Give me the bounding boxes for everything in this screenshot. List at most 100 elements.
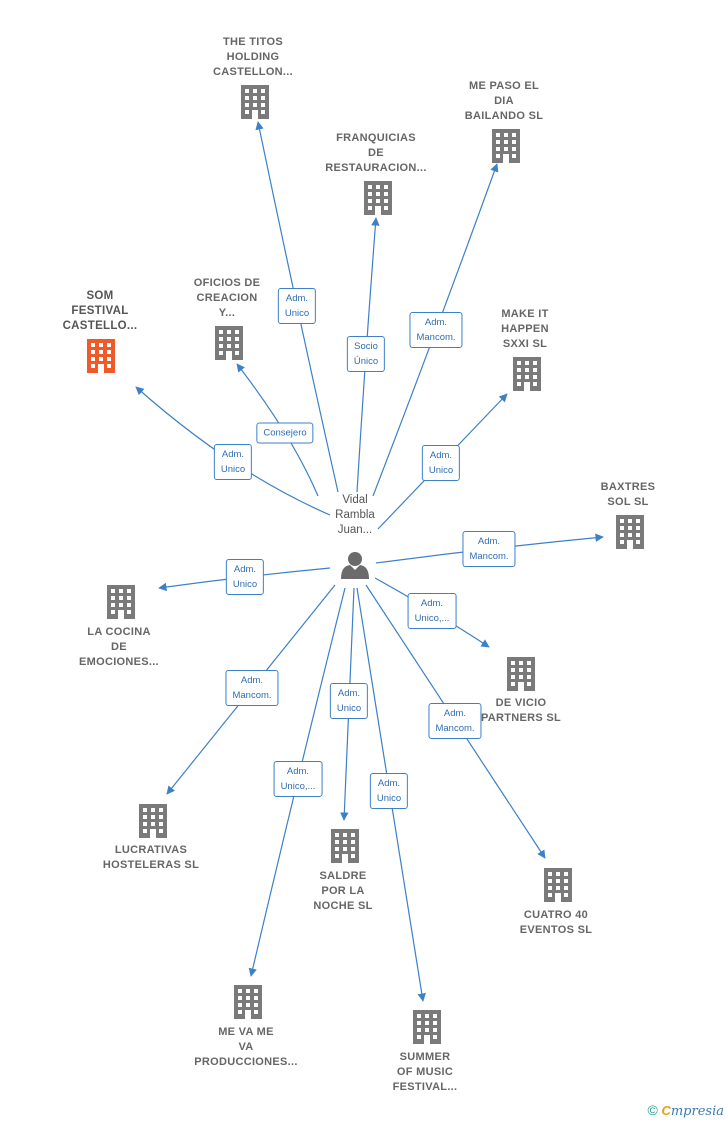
edge-label-text: Adm. bbox=[443, 708, 467, 719]
company-label-som-festival[interactable]: SOM FESTIVAL CASTELLO... bbox=[35, 289, 165, 334]
edge-label-saldre[interactable]: Adm.Unico bbox=[329, 683, 369, 719]
building-icon[interactable] bbox=[616, 515, 644, 549]
company-name-line: MAKE IT bbox=[501, 308, 549, 320]
person-icon[interactable] bbox=[341, 552, 369, 579]
company-name-line: BAXTRES bbox=[600, 481, 656, 493]
company-name-line: FRANQUICIAS bbox=[336, 132, 416, 144]
building-icon[interactable] bbox=[107, 585, 135, 619]
edge-label-text: Adm. bbox=[337, 688, 361, 699]
edge-label-baxtres[interactable]: Adm. Mancom. bbox=[462, 531, 516, 567]
edge-label-som-festival[interactable]: Adm. Unico bbox=[213, 444, 253, 480]
edge-label-me-va-me[interactable]: Adm.Unico,... bbox=[273, 761, 323, 797]
company-label-de-vicio[interactable]: DE VICIO PARTNERS SL bbox=[456, 696, 586, 726]
edge-label-text: Socio bbox=[354, 341, 378, 352]
company-name-line: POR LA bbox=[321, 885, 365, 897]
company-name-line: HOSTELERAS SL bbox=[102, 859, 200, 871]
edge-label-text: Adm. bbox=[377, 778, 401, 789]
company-name-line: FESTIVAL... bbox=[392, 1081, 458, 1093]
edge-label-text: Único bbox=[353, 356, 379, 367]
building-icon[interactable] bbox=[87, 339, 115, 373]
edge-label-text: Unico bbox=[284, 308, 310, 319]
company-label-summer[interactable]: SUMMER OF MUSIC FESTIVAL... bbox=[360, 1050, 490, 1095]
edge-label-la-cocina[interactable]: Adm.Unico bbox=[225, 559, 265, 595]
edge-label-text: Consejero bbox=[263, 427, 307, 439]
edge-label-make-it[interactable]: Adm.Unico bbox=[421, 445, 461, 481]
company-name-line: FESTIVAL bbox=[71, 305, 129, 317]
edge-label-text: Adm. bbox=[233, 564, 257, 575]
building-icon[interactable] bbox=[331, 829, 359, 863]
building-icon[interactable] bbox=[492, 129, 520, 163]
company-name-line: CASTELLON... bbox=[213, 66, 293, 78]
edge-label-text: Mancom. bbox=[232, 690, 272, 701]
building-icon[interactable] bbox=[241, 85, 269, 119]
company-name-line: DE VICIO bbox=[495, 697, 547, 709]
edge-label-cuatro40[interactable]: Adm. Mancom. bbox=[428, 703, 482, 739]
company-name-line: OFICIOS DE bbox=[193, 277, 261, 289]
company-name-line: SALDRE bbox=[319, 870, 367, 882]
company-name-line: EVENTOS SL bbox=[519, 924, 593, 936]
edge-label-text: Unico bbox=[220, 464, 246, 475]
company-name-line: HOLDING bbox=[226, 51, 280, 63]
building-icon[interactable] bbox=[513, 357, 541, 391]
edge-label-text: Adm. bbox=[221, 449, 245, 460]
edge-label-text: Unico,... bbox=[414, 613, 450, 624]
building-icon[interactable] bbox=[413, 1010, 441, 1044]
footer-brand: © Cmpresia bbox=[648, 1102, 724, 1119]
edge-label-text: Mancom. bbox=[469, 551, 509, 562]
company-name-line: LA COCINA bbox=[87, 626, 151, 638]
company-label-saldre[interactable]: SALDRE POR LA NOCHE SL bbox=[278, 869, 408, 914]
building-icon[interactable] bbox=[507, 657, 535, 691]
company-name-line: HAPPEN bbox=[501, 323, 549, 335]
company-label-baxtres[interactable]: BAXTRES SOL SL bbox=[563, 480, 693, 510]
company-name-line: LUCRATIVAS bbox=[114, 844, 188, 856]
company-name-line: Y... bbox=[218, 307, 236, 319]
edge-label-oficios[interactable]: Consejero bbox=[256, 422, 314, 444]
building-icon[interactable] bbox=[139, 804, 167, 838]
company-name-line: VA bbox=[238, 1041, 254, 1053]
company-name-line: ME PASO EL bbox=[468, 80, 540, 92]
building-icon[interactable] bbox=[215, 326, 243, 360]
brand-initial: C bbox=[661, 1103, 671, 1118]
person-name-line: Vidal bbox=[342, 494, 368, 506]
edge-label-text: Adm. bbox=[420, 598, 444, 609]
company-name-line: SOM bbox=[86, 290, 114, 302]
edge-label-text: Adm. bbox=[240, 675, 264, 686]
company-label-lucrativas[interactable]: LUCRATIVAS HOSTELERAS SL bbox=[86, 843, 216, 873]
edge-label-the-titos[interactable]: Adm. Unico bbox=[277, 288, 317, 324]
company-name-line: OF MUSIC bbox=[396, 1066, 454, 1078]
company-name-line: PARTNERS SL bbox=[480, 712, 562, 724]
edge-label-lucrativas[interactable]: Adm. Mancom. bbox=[225, 670, 279, 706]
company-name-line: SOL SL bbox=[607, 496, 649, 508]
brand-name: mpresia bbox=[670, 1104, 724, 1119]
edge-label-text: Unico bbox=[428, 465, 454, 476]
edge-label-de-vicio[interactable]: Adm. Unico,... bbox=[407, 593, 457, 629]
company-name-line: CASTELLO... bbox=[62, 320, 138, 332]
company-name-line: RESTAURACION... bbox=[325, 162, 427, 174]
building-icon[interactable] bbox=[544, 868, 572, 902]
company-name-line: SUMMER bbox=[399, 1051, 451, 1063]
edge-label-text: Mancom. bbox=[416, 332, 456, 343]
company-name-line: NOCHE SL bbox=[313, 900, 373, 912]
edge-label-summer[interactable]: Adm.Unico bbox=[369, 773, 409, 809]
company-label-franquicias[interactable]: FRANQUICIAS DE RESTAURACION... bbox=[311, 131, 441, 176]
building-icon[interactable] bbox=[364, 181, 392, 215]
company-name-line: BAILANDO SL bbox=[464, 110, 544, 122]
edge-label-text: Mancom. bbox=[435, 723, 475, 734]
edge-label-text: Unico,... bbox=[280, 781, 316, 792]
edge-label-me-paso[interactable]: Adm.Mancom. bbox=[409, 312, 463, 348]
company-name-line: THE TITOS bbox=[223, 36, 283, 48]
building-icon[interactable] bbox=[234, 985, 262, 1019]
edge-label-text: Adm. bbox=[477, 536, 501, 547]
company-name-line: DE bbox=[111, 641, 127, 653]
edge-label-text: Adm. bbox=[285, 293, 309, 304]
company-name-line: DE bbox=[368, 147, 384, 159]
company-label-the-titos[interactable]: THE TITOS HOLDING CASTELLON... bbox=[188, 35, 318, 80]
